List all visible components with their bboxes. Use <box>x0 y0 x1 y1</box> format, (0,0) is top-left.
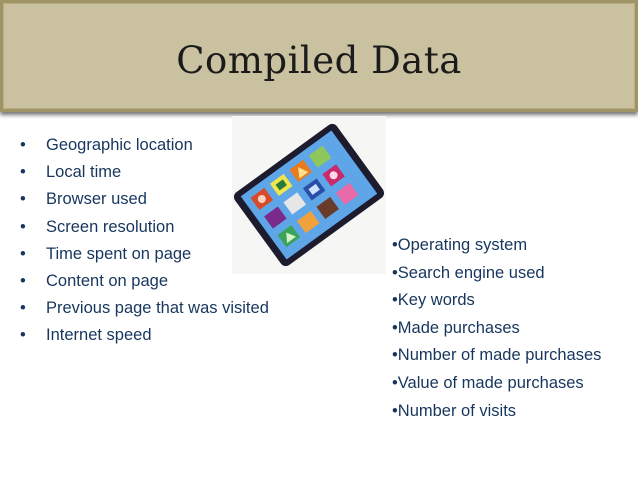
app-tile <box>283 192 307 215</box>
app-tile <box>297 211 320 234</box>
bullet-icon: • <box>20 244 26 263</box>
list-item: • Screen resolution <box>20 214 269 241</box>
list-item: • Internet speed <box>20 322 269 349</box>
list-item: •Value of made purchases <box>392 373 584 392</box>
app-tile <box>264 206 287 229</box>
app-tile <box>316 196 339 220</box>
app-tile <box>335 182 359 205</box>
list-item: • Time spent on page <box>20 241 269 268</box>
list-item-text: Browser used <box>46 190 147 209</box>
bullet-icon: • <box>20 299 26 318</box>
left-bullet-list: • Geographic location • Local time • Browse… <box>20 132 269 350</box>
bullet-icon: • <box>20 163 26 182</box>
list-item: • Browser used <box>20 186 269 213</box>
bullet-icon: • <box>20 326 26 345</box>
list-item: • Previous page that was visited <box>20 295 269 322</box>
list-item-text: Content on page <box>46 272 169 291</box>
list-item-text: Screen resolution <box>46 217 175 236</box>
list-item: • Geographic location <box>20 132 269 159</box>
list-item: •Search engine used <box>392 263 545 282</box>
list-item: •Number of visits <box>392 401 517 420</box>
list-item-text: Previous page that was visited <box>46 299 269 318</box>
bullet-icon: • <box>20 217 26 236</box>
app-tile <box>308 145 332 168</box>
list-item-text: Time spent on page <box>46 244 192 263</box>
list-item: •Operating system <box>392 236 528 254</box>
slide-title: Compiled Data <box>176 39 462 82</box>
title-bar: Compiled Data <box>0 0 638 112</box>
bullet-icon: • <box>20 272 26 291</box>
list-item: •Number of made purchases <box>392 346 602 365</box>
right-bullet-list: •Operating system •Search engine used •K… <box>392 232 601 425</box>
bullet-icon: • <box>20 190 26 209</box>
list-item-text: Geographic location <box>46 136 193 154</box>
list-item: •Made purchases <box>392 318 520 337</box>
list-item-text: Internet speed <box>46 326 152 345</box>
bullet-icon: • <box>20 136 26 154</box>
tablet-icon <box>233 123 385 267</box>
list-item-text: Local time <box>46 163 122 182</box>
list-item: •Key words <box>392 291 475 310</box>
list-item: • Local time <box>20 159 269 186</box>
list-item: • Content on page <box>20 268 269 295</box>
tablet-illustration <box>232 116 386 274</box>
